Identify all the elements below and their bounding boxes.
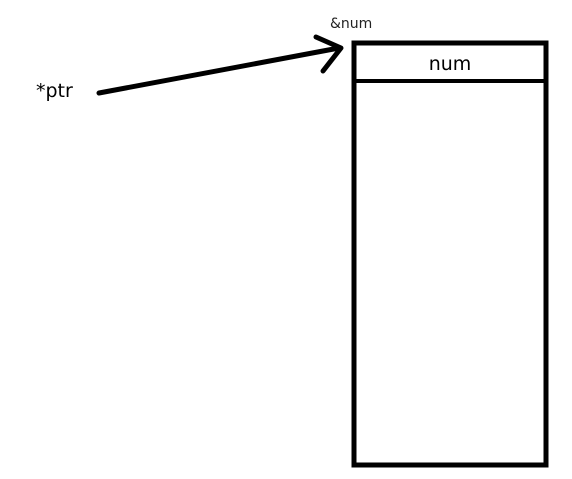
pointer-variable-label: *ptr bbox=[36, 80, 73, 102]
pointer-arrow-shaft bbox=[96, 45, 342, 96]
address-label: &num bbox=[330, 16, 373, 32]
memory-block bbox=[351, 40, 549, 468]
pointer-arrow-head bbox=[313, 34, 344, 74]
memory-cell-label: num bbox=[428, 53, 472, 75]
